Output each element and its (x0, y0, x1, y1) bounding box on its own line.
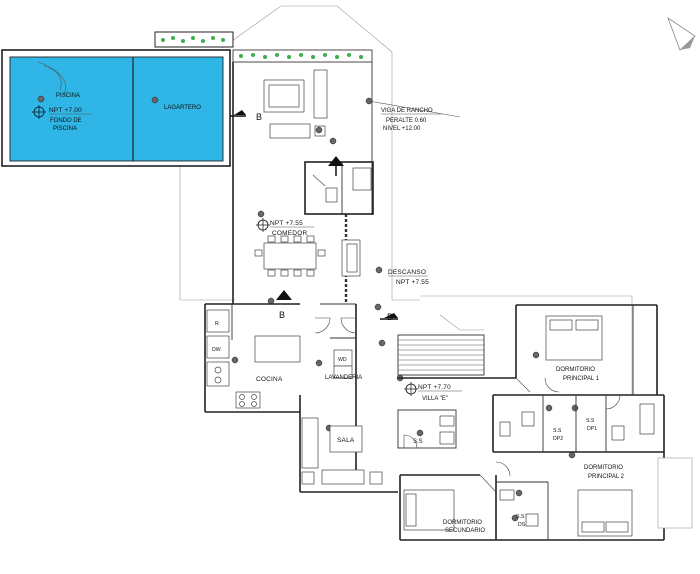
bedroom-wing-walls (399, 304, 665, 541)
room-label-ss-dp1-line1: S.S (586, 418, 595, 424)
room-label-dormitorio-principal-1-line1: DORMITORIO (556, 367, 595, 373)
room-label-lagartero: LAGARTERO (164, 105, 201, 111)
room-label-ss: S.S (413, 439, 423, 445)
fixture-washer-dryer: WD (338, 357, 347, 363)
beam-note-line1: VIGA DE RANCHO (381, 108, 433, 114)
beam-note-line3: NIVEL +12.00 (383, 126, 421, 132)
room-label-dormitorio-principal-2-line2: PRINCIPAL 2 (588, 474, 625, 480)
room-label-dormitorio-secundario-line1: DORMITORIO (443, 520, 482, 526)
doors-bedroom-wing (479, 377, 621, 493)
stairs (397, 314, 516, 379)
pool (1, 49, 231, 167)
pool-fondo-line1: FONDO DE (50, 118, 82, 124)
room-label-ss-dp1-line2: DP1 (587, 426, 597, 432)
living-room (299, 412, 398, 493)
room-label-lavanderia: LAVANDERIA (325, 375, 362, 381)
planter-top (154, 31, 234, 48)
section-arrow-icon (328, 156, 344, 176)
room-label-ss-dp2-line2: DP2 (553, 436, 563, 442)
section-arrow-icon (380, 313, 398, 320)
bed-secundario (403, 489, 455, 531)
beam-note-line2: PERALTE 0.60 (386, 118, 427, 124)
descanso-label: DESCANSO (388, 269, 426, 276)
section-arrow-icon (230, 110, 246, 117)
room-label-dormitorio-principal-1-line2: PRINCIPAL 1 (563, 376, 600, 382)
tag-marker-icon (151, 96, 159, 104)
section-mark-b-3: B (387, 312, 393, 322)
north-arrow-icon (667, 16, 696, 51)
pool-water (9, 56, 224, 162)
terrace-walls (232, 62, 374, 304)
room-label-dormitorio-principal-2-line1: DORMITORIO (584, 465, 623, 471)
section-mark-b-1: B (256, 112, 262, 122)
tag-marker-icon (37, 95, 45, 103)
level-target-icon (404, 382, 418, 396)
pool-level: NPT +7.00 (49, 107, 82, 114)
comedor-level: NPT +7.55 (270, 220, 303, 227)
laundry (333, 349, 353, 379)
room-label-cocina: COCINA (256, 376, 283, 383)
villa-level: NPT +7.70 (418, 384, 451, 391)
room-label-dormitorio-secundario-line2: SECUNDARIO (445, 528, 485, 534)
villa-label: VILLA "E" (422, 396, 448, 402)
section-arrow-icon (276, 290, 292, 300)
bed-principal-1 (545, 315, 603, 361)
room-label-comedor: COMEDOR (272, 230, 307, 237)
level-target-icon (32, 105, 46, 119)
room-label-ss-dp2-line1: S.S (553, 428, 562, 434)
descanso-level: NPT +7.55 (396, 279, 429, 286)
planter-terrace (232, 49, 373, 63)
roof-outline (179, 5, 633, 395)
tag-marker-icon (213, 97, 579, 522)
level-target-icon (256, 218, 270, 232)
room-label-piscina: PISCINA (56, 93, 80, 99)
room-label-ss-ds-line2: DS (518, 522, 526, 528)
section-mark-b-2: B (279, 310, 285, 320)
room-label-sala: SALA (337, 437, 355, 444)
fixture-dishwasher: DW (212, 347, 221, 353)
room-label-ss-ds-line1: S.S (516, 514, 525, 520)
bed-principal-2 (577, 489, 633, 537)
kitchen-walls (204, 303, 357, 470)
fixture-refrigerator: R (215, 321, 219, 327)
bathroom-ss (397, 409, 457, 449)
bath-fixtures (499, 403, 693, 529)
pool-fondo-line2: PISCINA (53, 126, 77, 132)
